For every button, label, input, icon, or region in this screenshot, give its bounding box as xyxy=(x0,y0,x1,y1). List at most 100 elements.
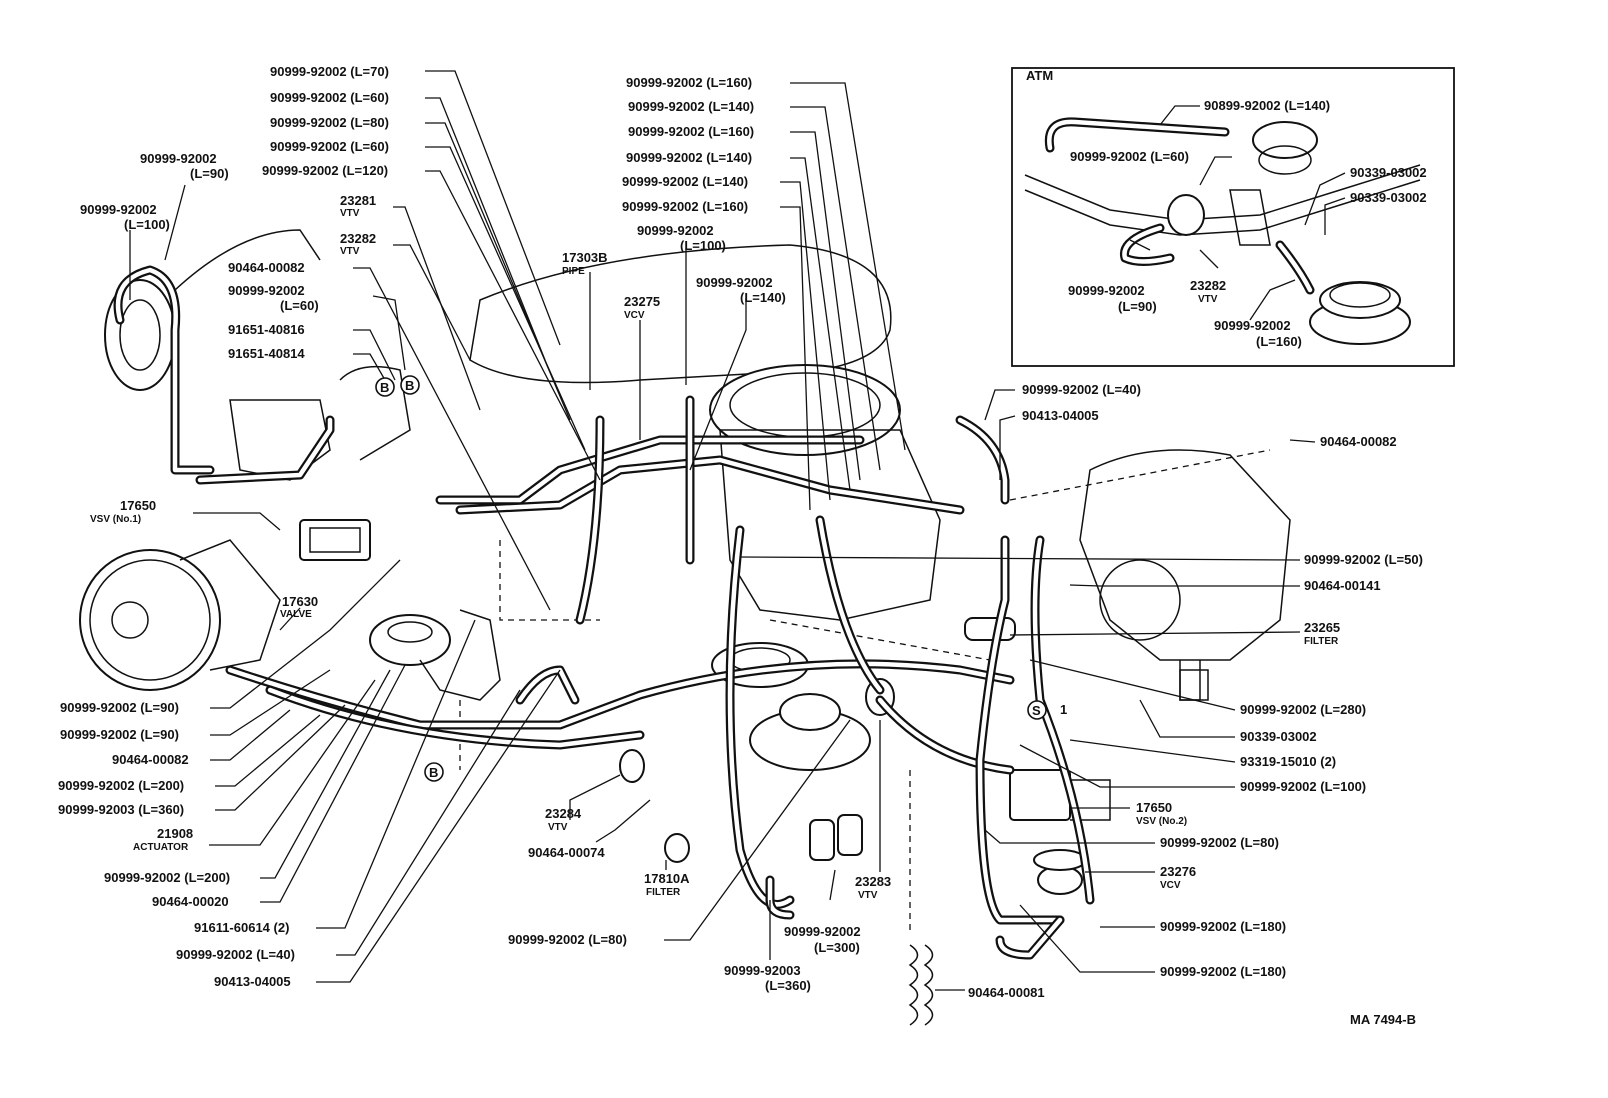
marker-circle xyxy=(1027,700,1047,720)
hose-routing xyxy=(113,265,1095,960)
callout-label: 90999-92002 (L=140) xyxy=(622,174,748,189)
marker-label: 1 xyxy=(1060,702,1067,717)
marker-circle xyxy=(424,762,444,782)
callout-sublabel: FILTER xyxy=(1304,636,1339,647)
callout-sublabel: VTV xyxy=(548,822,568,833)
callout-label: 90999-92002 xyxy=(637,223,714,238)
callout-label: (L=360) xyxy=(765,978,811,993)
marker-circle xyxy=(375,377,395,397)
atm-inset: ATM xyxy=(1011,67,1455,367)
callout-label: 90999-92002 (L=60) xyxy=(270,139,389,154)
callout-label: 90999-92003 xyxy=(724,963,801,978)
callout-label: 90999-92002 (L=40) xyxy=(176,947,295,962)
callout-label: 90999-92002 (L=160) xyxy=(622,199,748,214)
callout-label: 90999-92002 (L=140) xyxy=(626,150,752,165)
callout-label: (L=90) xyxy=(190,166,229,181)
engine-artwork xyxy=(79,229,1291,1026)
callout-label: 91611-60614 (2) xyxy=(194,920,289,935)
callout-label: 21908 xyxy=(157,826,193,841)
marker-circle xyxy=(400,375,420,395)
callout-label: 90999-92002 (L=100) xyxy=(1240,779,1366,794)
callout-label: (L=60) xyxy=(280,298,319,313)
callout-label: 90999-92002 (L=40) xyxy=(1022,382,1141,397)
callout-label: 90413-04005 xyxy=(1022,408,1099,423)
marker-label: S xyxy=(1032,703,1041,718)
callout-label: 90999-92002 xyxy=(696,275,773,290)
callout-label: 90999-92002 (L=180) xyxy=(1160,919,1286,934)
callout-label: 23284 xyxy=(545,806,582,821)
callout-sublabel: FILTER xyxy=(646,887,681,898)
callout-label: 90999-92002 xyxy=(1214,318,1291,333)
callout-label: 90999-92002 (L=160) xyxy=(626,75,752,90)
callout-label: (L=300) xyxy=(814,940,860,955)
callout-sublabel: VCV xyxy=(1160,880,1181,891)
marker-label: B xyxy=(405,378,414,393)
callout-sublabel: VTV xyxy=(340,246,360,257)
callout-label: (L=100) xyxy=(680,238,726,253)
callout-label: 23281 xyxy=(340,193,376,208)
callout-label: 90999-92002 (L=280) xyxy=(1240,702,1366,717)
callout-label: 90999-92002 (L=60) xyxy=(270,90,389,105)
callout-label: 90464-00082 xyxy=(112,752,189,767)
callout-sublabel: ACTUATOR xyxy=(133,842,189,853)
callout-label: 90999-92002 (L=180) xyxy=(1160,964,1286,979)
callout-label: 90464-00020 xyxy=(152,894,229,909)
callout-label: 17650 xyxy=(1136,800,1172,815)
callout-label: 17303B xyxy=(562,250,608,265)
callout-label: 90899-92002 (L=140) xyxy=(1204,98,1330,113)
callout-label: 90999-92002 (L=140) xyxy=(628,99,754,114)
diagram-reference-code: MA 7494-B xyxy=(1350,1012,1416,1027)
callout-label: 90999-92002 (L=90) xyxy=(60,700,179,715)
leader-lines xyxy=(129,70,1346,991)
callout-label: 90464-00082 xyxy=(1320,434,1397,449)
marker-label: B xyxy=(429,765,438,780)
callout-label: 90413-04005 xyxy=(214,974,291,989)
callout-label: 17810A xyxy=(644,871,690,886)
callout-label: 90999-92002 (L=200) xyxy=(104,870,230,885)
callout-label: 90999-92002 (L=80) xyxy=(270,115,389,130)
callout-label: 90999-92002 (L=50) xyxy=(1304,552,1423,567)
callout-label: 90464-00141 xyxy=(1304,578,1381,593)
callout-label: 90999-92002 xyxy=(80,202,157,217)
callout-label: 90999-92002 (L=160) xyxy=(628,124,754,139)
callout-label: 90999-92002 (L=60) xyxy=(1070,149,1189,164)
atm-inset-title: ATM xyxy=(1026,68,1053,83)
callout-label: 90464-00082 xyxy=(228,260,305,275)
callout-label: 23283 xyxy=(855,874,891,889)
marker-label: B xyxy=(380,380,389,395)
callout-label: 90339-03002 xyxy=(1350,165,1427,180)
callout-label: (L=160) xyxy=(1256,334,1302,349)
callout-label: 90999-92002 (L=200) xyxy=(58,778,184,793)
callout-label: 23282 xyxy=(340,231,376,246)
callout-label: 90464-00074 xyxy=(528,845,605,860)
callout-sublabel: VTV xyxy=(858,890,878,901)
callout-label: 90999-92003 (L=360) xyxy=(58,802,184,817)
callout-label: 93319-15010 (2) xyxy=(1240,754,1336,769)
callout-label: 90999-92002 (L=80) xyxy=(508,932,627,947)
callout-label: 90999-92002 (L=80) xyxy=(1160,835,1279,850)
callout-sublabel: VSV (No.1) xyxy=(90,514,141,525)
callout-label: 23265 xyxy=(1304,620,1340,635)
callout-label: (L=100) xyxy=(124,217,170,232)
callout-label: 90999-92002 xyxy=(784,924,861,939)
callout-label: 90999-92002 xyxy=(228,283,305,298)
callout-label: 90339-03002 xyxy=(1350,190,1427,205)
callout-sublabel: VSV (No.2) xyxy=(1136,816,1187,827)
callout-label: 23276 xyxy=(1160,864,1196,879)
callout-label: 17630 xyxy=(282,594,318,609)
callout-label: (L=140) xyxy=(740,290,786,305)
callout-label: 90464-00081 xyxy=(968,985,1045,1000)
callout-label: 90999-92002 (L=120) xyxy=(262,163,388,178)
callout-label: 90339-03002 xyxy=(1240,729,1317,744)
callout-sublabel: VALVE xyxy=(280,609,312,620)
callout-sublabel: PIPE xyxy=(562,266,585,277)
part-callouts: 90999-92002 (L=70) 90999-92002 (L=60) 90… xyxy=(58,64,1427,1000)
callout-label: 23282 xyxy=(1190,278,1226,293)
callout-sublabel: VCV xyxy=(624,310,645,321)
callout-label: 17650 xyxy=(120,498,156,513)
callout-label: 91651-40816 xyxy=(228,322,305,337)
callout-sublabel: VTV xyxy=(1198,294,1218,305)
callout-label: 90999-92002 xyxy=(1068,283,1145,298)
callout-label: 90999-92002 xyxy=(140,151,217,166)
